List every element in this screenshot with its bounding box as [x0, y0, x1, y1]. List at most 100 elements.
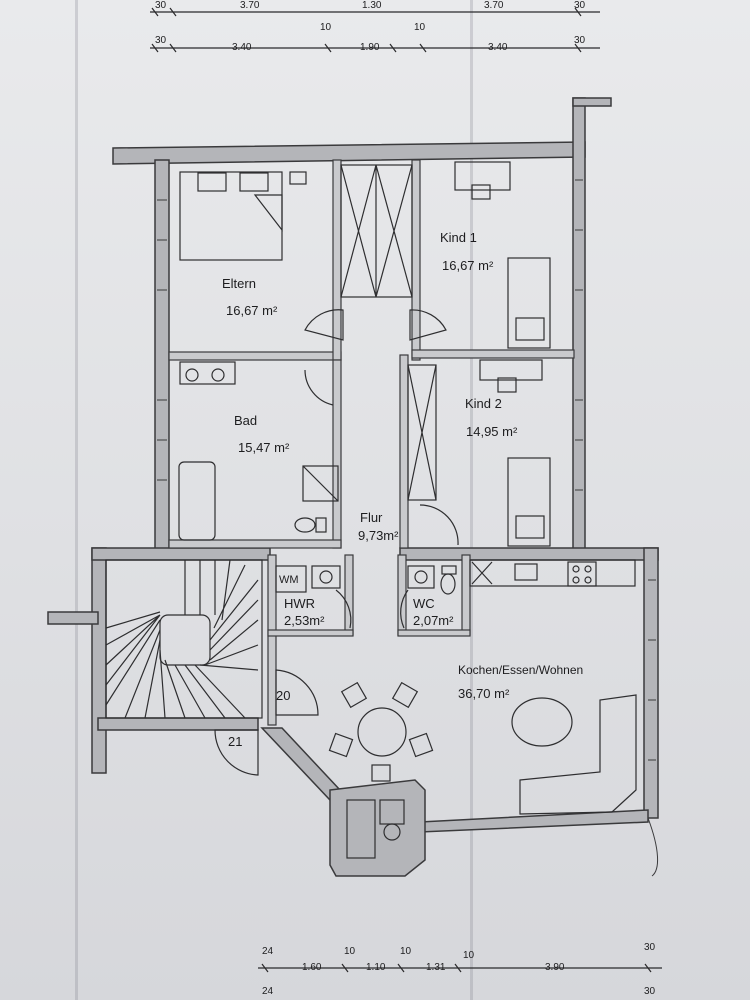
wardrobe-cross	[340, 164, 413, 298]
dining-chair	[408, 732, 434, 758]
room-name-kochen: Kochen/Essen/Wohnen	[458, 663, 584, 677]
corner-sofa	[519, 694, 637, 815]
kitchen-sink	[514, 563, 538, 581]
room-name-bad: Bad	[234, 413, 258, 428]
dim-label: 3.70	[484, 0, 504, 11]
single-bed	[507, 257, 551, 349]
wall-kind1-kind2	[411, 349, 575, 359]
door-kind1	[409, 309, 447, 341]
room-area-bad: 15,47 m²	[238, 440, 290, 455]
dimension-ticks-bottom	[261, 963, 652, 973]
east-wall-upper	[572, 97, 586, 559]
utility-sink-basin	[319, 570, 333, 584]
room-name-eltern: Eltern	[222, 276, 256, 291]
dim-label: 24	[262, 946, 274, 957]
wall-bad-flur	[332, 359, 342, 549]
dim-label: 30	[644, 942, 656, 953]
dim-label: 1.90	[360, 42, 380, 53]
dining-chair	[391, 681, 419, 709]
wc-sink-basin	[414, 570, 428, 584]
north-wall	[112, 141, 586, 165]
double-sink	[179, 361, 236, 385]
dim-label: 3.40	[232, 42, 252, 53]
wall-wc-east	[461, 554, 471, 636]
dim-label: 3.90	[545, 962, 565, 973]
door-number-20: 20	[276, 688, 291, 703]
toilet	[294, 517, 316, 533]
east-windows	[575, 179, 583, 491]
desk	[479, 359, 543, 381]
pillow	[515, 515, 545, 539]
kitchen-windows	[648, 579, 656, 761]
toilet-tank	[315, 517, 327, 533]
bay-window-wall	[329, 779, 426, 877]
paper-fold-line	[75, 0, 78, 1000]
nightstand	[289, 171, 307, 185]
sink-basin	[211, 368, 225, 382]
chair	[471, 184, 491, 200]
bed-cover-fold	[253, 194, 283, 232]
dim-label: 30	[155, 0, 167, 11]
wall-flur-kind2	[399, 354, 409, 549]
room-area-kochen: 36,70 m²	[458, 686, 510, 701]
wall-bad-south	[168, 539, 342, 549]
room-area-eltern: 16,67 m²	[226, 303, 278, 318]
bathtub	[178, 461, 216, 541]
dim-label: 24	[262, 986, 274, 997]
diagonal-wall	[260, 727, 342, 802]
room-name-kind2: Kind 2	[465, 396, 502, 411]
wall-eltern-bad	[168, 351, 342, 361]
stair-south-wall	[97, 717, 259, 731]
dining-chair	[328, 732, 354, 758]
door-hwr	[335, 589, 352, 629]
door-20	[275, 669, 319, 716]
sink-basin	[185, 368, 199, 382]
dim-label: 10	[414, 22, 426, 33]
dim-label: 10	[344, 946, 356, 957]
room-name-flur: Flur	[360, 510, 383, 525]
door-number-21: 21	[228, 734, 243, 749]
cooktop	[567, 561, 597, 587]
dimension-ticks-top	[151, 7, 582, 53]
room-area-kind2: 14,95 m²	[466, 424, 518, 439]
dim-label: 30	[155, 35, 167, 46]
bay-cabinet	[346, 799, 376, 859]
chair	[497, 377, 517, 393]
washing-machine-label: WM	[279, 574, 299, 586]
room-name-kind1: Kind 1	[440, 230, 477, 245]
west-windows	[157, 199, 167, 481]
stair-steps	[105, 559, 259, 719]
shower-diagonal	[302, 465, 339, 502]
dim-label: 3.40	[488, 42, 508, 53]
wall-wc-south	[397, 629, 471, 637]
dim-label: 30	[574, 35, 586, 46]
wall-hwr-south	[267, 629, 354, 637]
utility-sink	[311, 565, 341, 589]
bay-fixture-round	[383, 823, 401, 841]
dim-label: 30	[644, 986, 656, 997]
door-eltern	[304, 309, 344, 341]
desk	[454, 161, 511, 191]
door-wc	[400, 589, 409, 629]
fridge-cross	[471, 561, 493, 585]
door-kind2	[419, 504, 459, 546]
single-bed	[507, 457, 551, 547]
dim-label: 10	[400, 946, 412, 957]
dining-chair	[371, 764, 391, 782]
dim-label: 30	[574, 0, 586, 11]
wc-tank	[441, 565, 457, 575]
pillow	[515, 317, 545, 341]
dim-label: 1.31	[426, 962, 446, 973]
wall-kind1-closet	[411, 159, 421, 361]
west-wall-lower	[91, 547, 107, 774]
terrace-curve	[647, 817, 659, 877]
dim-label: 1.30	[362, 0, 382, 11]
entrance-wall	[47, 611, 99, 625]
coffee-table	[511, 697, 573, 747]
room-area-wc: 2,07m²	[413, 613, 454, 628]
door-21	[214, 729, 259, 776]
dim-label: 10	[463, 950, 475, 961]
wall-hwr-east	[344, 554, 354, 636]
washing-machine	[275, 565, 307, 593]
